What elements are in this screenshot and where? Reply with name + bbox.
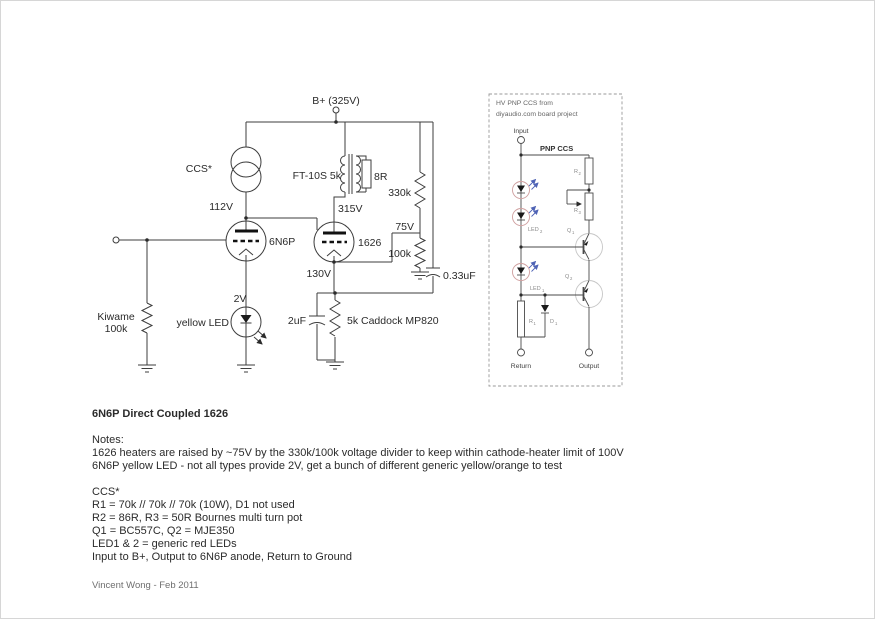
resistor-kiwame-100k [140,302,154,334]
ccs-return-label: Return [511,363,532,370]
spacer [92,473,652,486]
xfmr-label: FT-10S 5k [293,170,342,182]
ccs-input-terminal [517,136,525,144]
ccs-transistor-q2 [575,280,603,308]
note-line-2: 6N6P yellow LED - not all types provide … [92,460,563,472]
r3-label-sub: 3 [579,210,582,215]
ccs-junction-dots [519,153,591,297]
resistor-100k-label: 100k [388,248,412,260]
capacitor-033uf [425,267,441,278]
notes-block: 6N6P Direct Coupled 1626 Notes: 1626 hea… [92,408,652,601]
input-terminal [112,236,120,244]
resistor-330k-label: 330k [388,187,412,199]
led2-label: LED [528,227,539,233]
ccs-panel-border [488,93,623,387]
ccs-resistor-r1 [517,300,525,338]
tube-1626 [313,221,355,263]
ccs-panel-header-2: diyaudio.com board project [496,111,578,118]
kiwame-value-label: 100k [105,323,129,335]
v75-label: 75V [395,221,414,233]
q1-label-sub: 1 [572,230,575,235]
q2-label-sub: 2 [570,276,573,281]
led1-label-sub: 1 [542,288,545,293]
v2-label: 2V [234,293,247,305]
circuit-schematic: B+ (325V) CCS* FT-10S 5k 8R 112V 315V 13… [97,93,623,387]
ccs-input-label: Input [513,128,528,135]
ccs-panel-header-1: HV PNP CCS from [496,100,553,107]
d1-label: D [550,319,554,325]
tube-1626-label: 1626 [358,237,382,249]
r2-label-sub: 2 [579,171,582,176]
ccs-notes-heading: CCS* [92,486,120,498]
led1-label: LED [530,286,541,292]
notes-heading: Notes: [92,434,124,446]
output-transformer [340,154,372,194]
wires [119,113,434,365]
ccs-note-line-4: LED1 & 2 = generic red LEDs [92,538,237,550]
ccs-output-terminal [585,348,593,357]
tube-6n6p [225,220,267,262]
resistor-100k [413,237,427,269]
note-line-1: 1626 heaters are raised by ~75V by the 3… [92,447,624,459]
ccs-output-label: Output [579,363,600,370]
tube-6n6p-label: 6N6P [269,236,295,248]
v112-label: 112V [209,201,233,213]
r1-label: R [529,319,533,325]
load-8r-box [361,159,372,189]
d1-label-sub: 1 [555,321,558,326]
ccs-led-string [512,178,539,281]
page-title: 6N6P Direct Coupled 1626 [92,408,229,420]
ground-symbols [138,271,429,373]
r2-label: R [574,169,578,175]
resistor-5k [329,299,341,337]
q1-label: Q [567,228,572,234]
ccs-label: CCS* [186,163,212,175]
yellow-led [230,306,267,345]
q2-label: Q [565,274,570,280]
ccs-note-line-2: R2 = 86R, R3 = 50R Bournes multi turn po… [92,512,303,524]
bplus-terminal [332,106,340,114]
capacitor-2uf-label: 2uF [288,315,306,327]
capacitor-033uf-label: 0.33uF [443,270,476,282]
ccs-diode-d1 [541,295,549,337]
led2-label-sub: 2 [540,229,543,234]
ccs-note-line-3: Q1 = BC557C, Q2 = MJE350 [92,525,235,537]
ccs-resistor-r2 [584,157,594,185]
ccs-panel-title: PNP CCS [540,144,573,153]
r3-label: R [574,208,578,214]
ccs-pot-r3 [584,192,594,221]
ccs-return-terminal [517,348,525,357]
kiwame-name-label: Kiwame [97,311,135,323]
ccs-detail-panel: HV PNP CCS from diyaudio.com board proje… [488,93,623,387]
r1-label-sub: 1 [534,321,537,326]
junction-dots [145,120,338,295]
capacitor-2uf [308,315,326,326]
resistor-5k-label: 5k Caddock MP820 [347,315,439,327]
v130-label: 130V [306,268,331,280]
load-label: 8R [374,171,388,183]
yellow-led-label: yellow LED [176,317,229,329]
author-credit: Vincent Wong - Feb 2011 [92,580,199,591]
ccs-note-line-1: R1 = 70k // 70k // 70k (10W), D1 not use… [92,499,295,511]
resistor-330k [414,171,426,209]
main-schematic: B+ (325V) CCS* FT-10S 5k 8R 112V 315V 13… [97,95,476,373]
v315-label: 315V [338,203,363,215]
bplus-label: B+ (325V) [312,95,360,107]
ccs-symbol [230,146,262,193]
ccs-note-line-5: Input to B+, Output to 6N6P anode, Retur… [92,551,352,563]
